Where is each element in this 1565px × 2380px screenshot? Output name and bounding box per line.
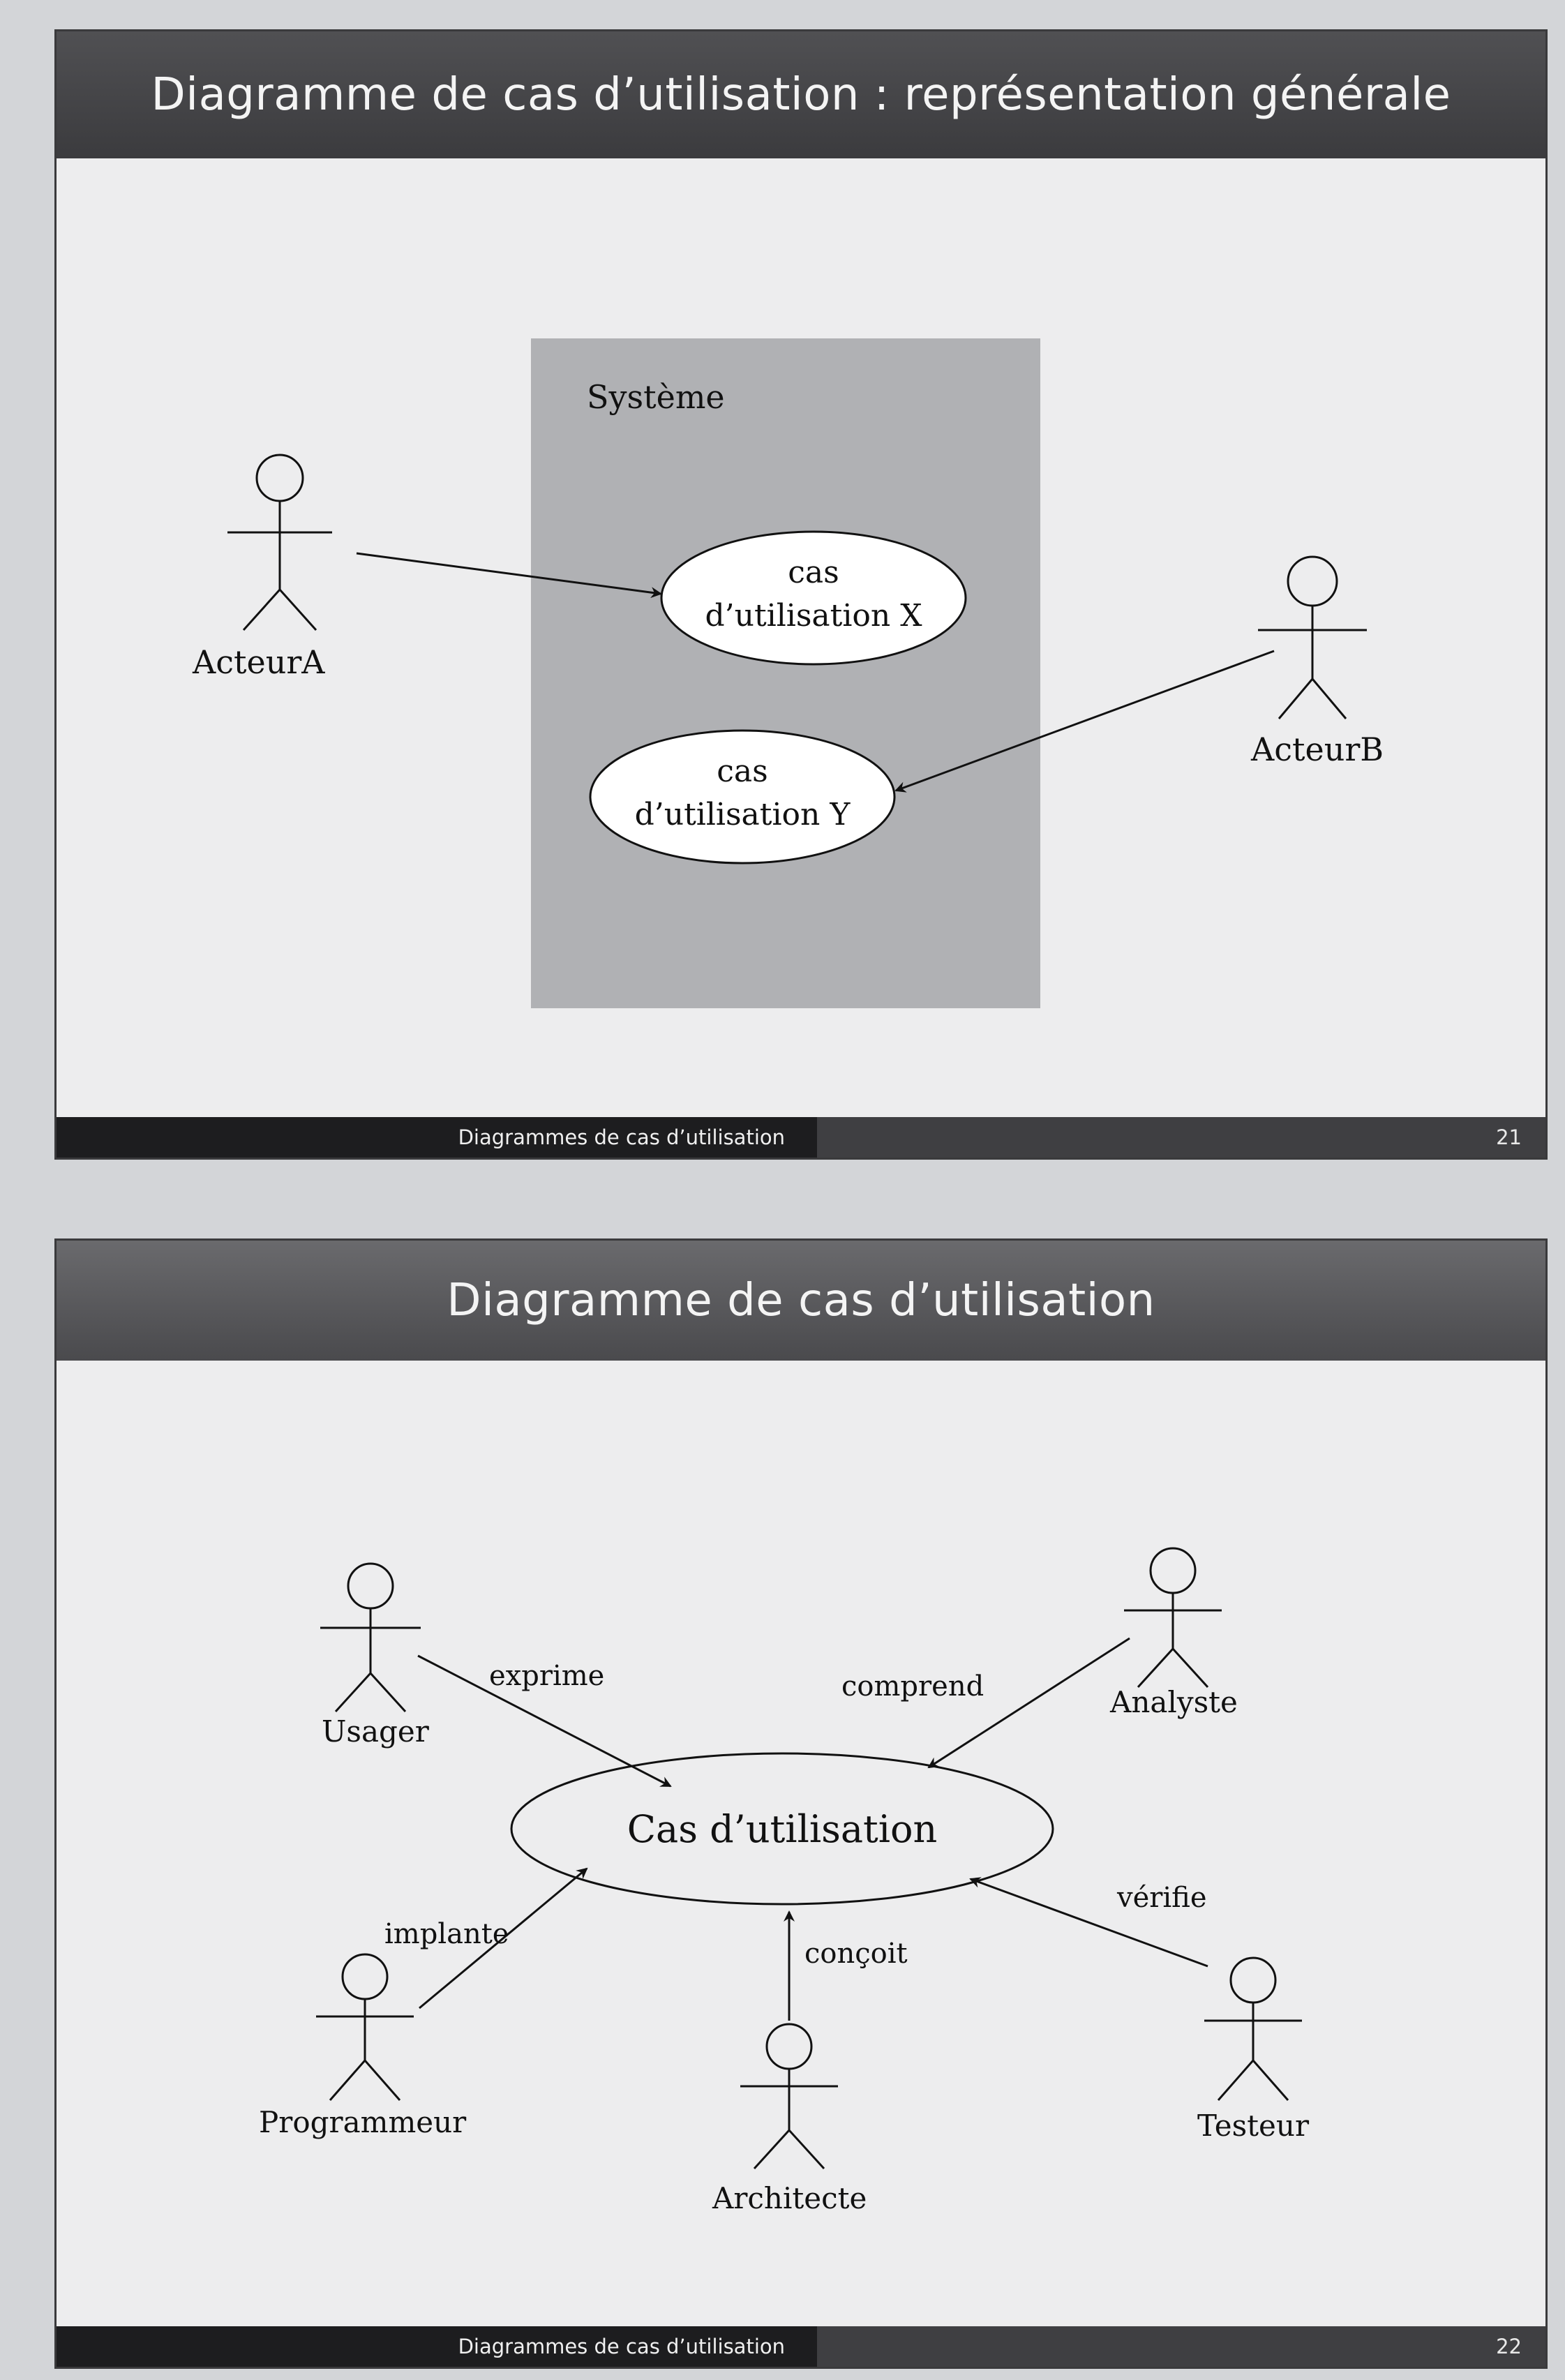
relation-comprend-label: comprend	[841, 1670, 984, 1702]
slide-title: Diagramme de cas d’utilisation	[57, 1241, 1545, 1361]
use-case-x-line1: cas	[788, 555, 839, 590]
relation-comprend-line	[927, 1637, 1130, 1769]
actor-analyste-label: Analyste	[1109, 1685, 1238, 1719]
use-case-y	[589, 729, 896, 865]
relation-implante-label: implante	[384, 1918, 509, 1950]
relation-exprime-line	[417, 1654, 672, 1788]
relation-concoit-label: conçoit	[804, 1938, 908, 1970]
actor-usager-label: Usager	[322, 1714, 430, 1749]
actor-programmeur-figure	[316, 1953, 414, 2101]
use-case-central-label: Cas d’utilisation	[627, 1807, 938, 1851]
footer-section-title: Diagrammes de cas d’utilisation	[57, 2326, 817, 2367]
actor-architecte-label: Architecte	[712, 2181, 867, 2215]
actor-architecte-figure	[740, 2023, 838, 2170]
relation-verifie-line	[969, 1877, 1208, 1968]
slide-title: Diagramme de cas d’utilisation : représe…	[57, 31, 1545, 158]
actor-b-label: ActeurB	[1250, 731, 1384, 768]
footer-section-title: Diagrammes de cas d’utilisation	[57, 1117, 817, 1158]
use-case-y-line2: d’utilisation Y	[635, 797, 851, 832]
slide-21: Diagramme de cas d’utilisation : représe…	[54, 29, 1548, 1160]
actor-b-figure	[1258, 555, 1367, 719]
page-number: 21	[1496, 1125, 1522, 1149]
association-acteurb-y	[894, 650, 1275, 793]
actor-usager-figure	[320, 1562, 421, 1713]
use-case-x-line2: d’utilisation X	[705, 598, 922, 634]
actor-testeur-label: Testeur	[1197, 2109, 1310, 2143]
system-label: Système	[587, 378, 725, 416]
actor-a-label: ActeurA	[192, 643, 325, 681]
relation-implante-line	[419, 1867, 588, 2009]
actor-testeur-figure	[1204, 1956, 1302, 2101]
slide-22: Diagramme de cas d’utilisation Cas d’uti…	[54, 1238, 1548, 2369]
actor-a-figure	[227, 454, 332, 631]
use-case-y-line1: cas	[717, 754, 767, 789]
actor-programmeur-label: Programmeur	[259, 2105, 467, 2139]
slide-footer: Diagrammes de cas d’utilisation 22	[57, 2326, 1545, 2367]
relation-verifie-label: vérifie	[1116, 1882, 1207, 1914]
system-boundary	[531, 338, 1040, 1008]
use-case-diagram-general: Système ActeurA ActeurB cas d’utilisatio…	[192, 338, 1384, 1008]
association-acteura-x	[356, 552, 662, 599]
relation-exprime-label: exprime	[489, 1660, 604, 1692]
slide-footer: Diagrammes de cas d’utilisation 21	[57, 1117, 1545, 1158]
actor-analyste-figure	[1124, 1547, 1222, 1689]
use-case-diagram-roles: Cas d’utilisation Usager Analyste P	[259, 1547, 1310, 2215]
page-number: 22	[1496, 2335, 1522, 2358]
use-case-central	[510, 1752, 1054, 1906]
